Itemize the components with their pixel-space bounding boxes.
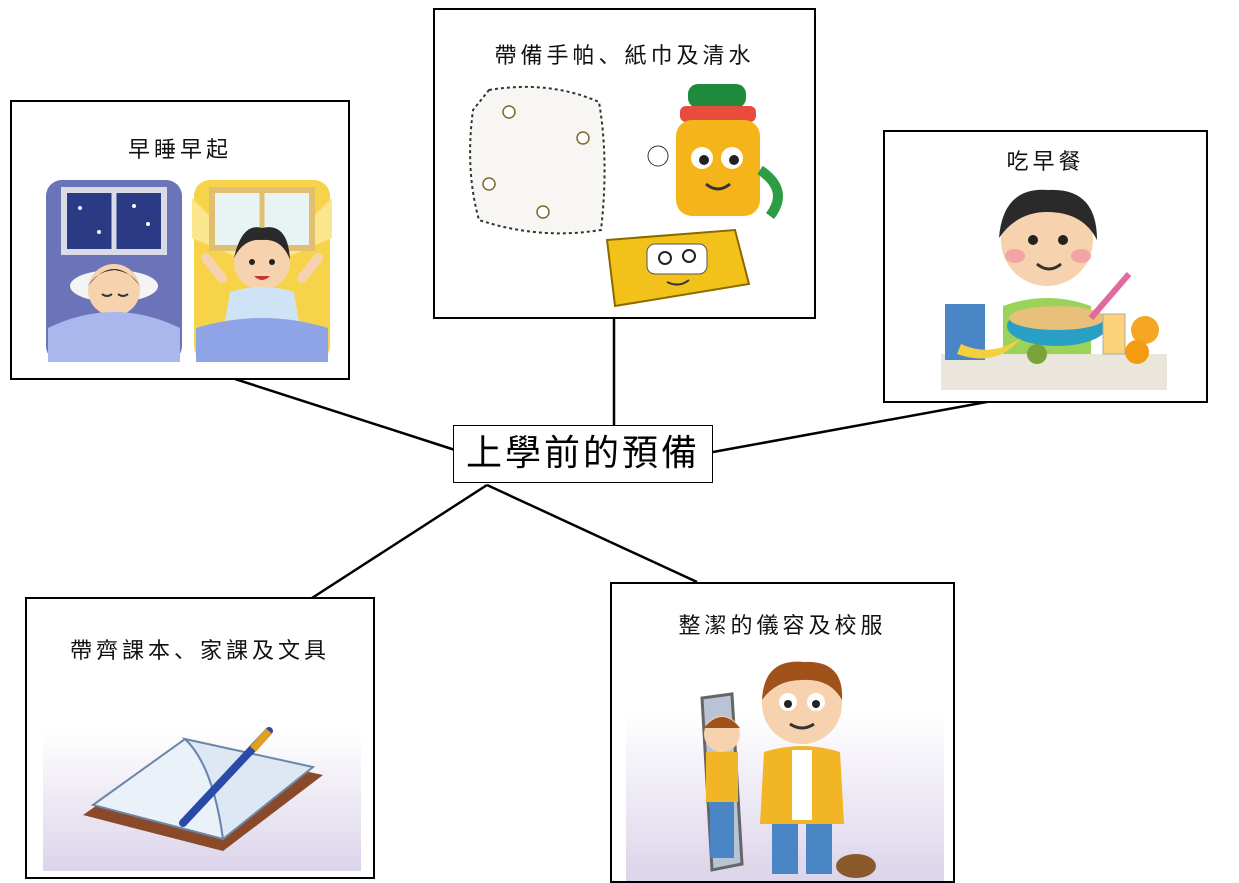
connector-books — [311, 483, 488, 600]
mirror-boy-icon — [700, 661, 876, 878]
sleeping-boy-icon — [46, 180, 182, 362]
open-book-icon — [83, 727, 323, 851]
card-uniform-title: 整潔的儀容及校服 — [678, 614, 887, 639]
card-breakfast-title: 吃早餐 — [1006, 150, 1085, 175]
tissue-pack-icon — [605, 228, 751, 308]
water-bottle-icon — [647, 84, 783, 220]
card-breakfast: 吃早餐 — [883, 130, 1208, 403]
card-sleep-title: 早睡早起 — [127, 138, 232, 163]
handkerchief-icon — [469, 85, 606, 235]
card-sleep: 早睡早起 — [10, 100, 350, 380]
breakfast-boy-icon — [941, 189, 1167, 390]
connector-breakfast — [712, 397, 1004, 454]
card-supplies: 帶備手帕、紙巾及清水 — [433, 8, 816, 319]
card-supplies-title: 帶備手帕、紙巾及清水 — [494, 44, 755, 69]
card-uniform: 整潔的儀容及校服 — [610, 582, 955, 883]
center-topic: 上學前的預備 — [453, 425, 713, 483]
waking-boy-icon — [192, 180, 332, 362]
center-topic-label: 上學前的預備 — [465, 433, 700, 474]
connector-uniform — [486, 483, 698, 584]
connector-sleep — [234, 377, 456, 452]
card-books: 帶齊課本、家課及文具 — [25, 597, 375, 879]
card-books-title: 帶齊課本、家課及文具 — [69, 639, 330, 664]
